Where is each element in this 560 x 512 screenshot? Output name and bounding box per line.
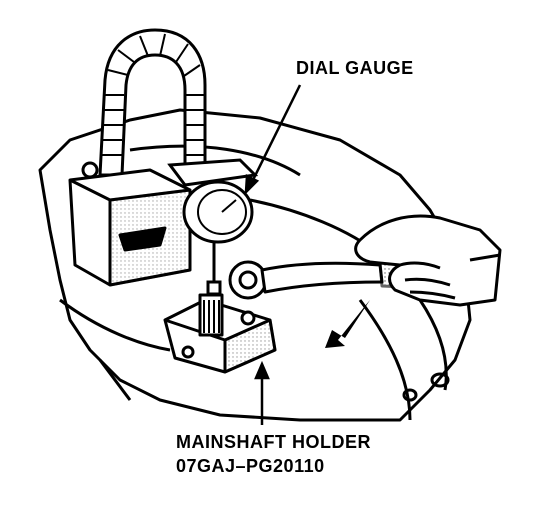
leader-lines bbox=[244, 84, 302, 425]
rotation-arrow bbox=[325, 300, 370, 348]
part-number-label: 07GAJ–PG20110 bbox=[176, 456, 325, 476]
magnetic-base bbox=[68, 161, 192, 287]
dial-gauge-label: DIAL GAUGE bbox=[296, 58, 414, 78]
transmission-case bbox=[38, 108, 472, 422]
dial-gauge bbox=[167, 158, 259, 296]
hand bbox=[354, 214, 502, 307]
mainshaft-holder-label: MAINSHAFT HOLDER bbox=[176, 432, 371, 452]
mainshaft-holder bbox=[163, 293, 277, 374]
dial-stand-arm bbox=[98, 28, 207, 177]
